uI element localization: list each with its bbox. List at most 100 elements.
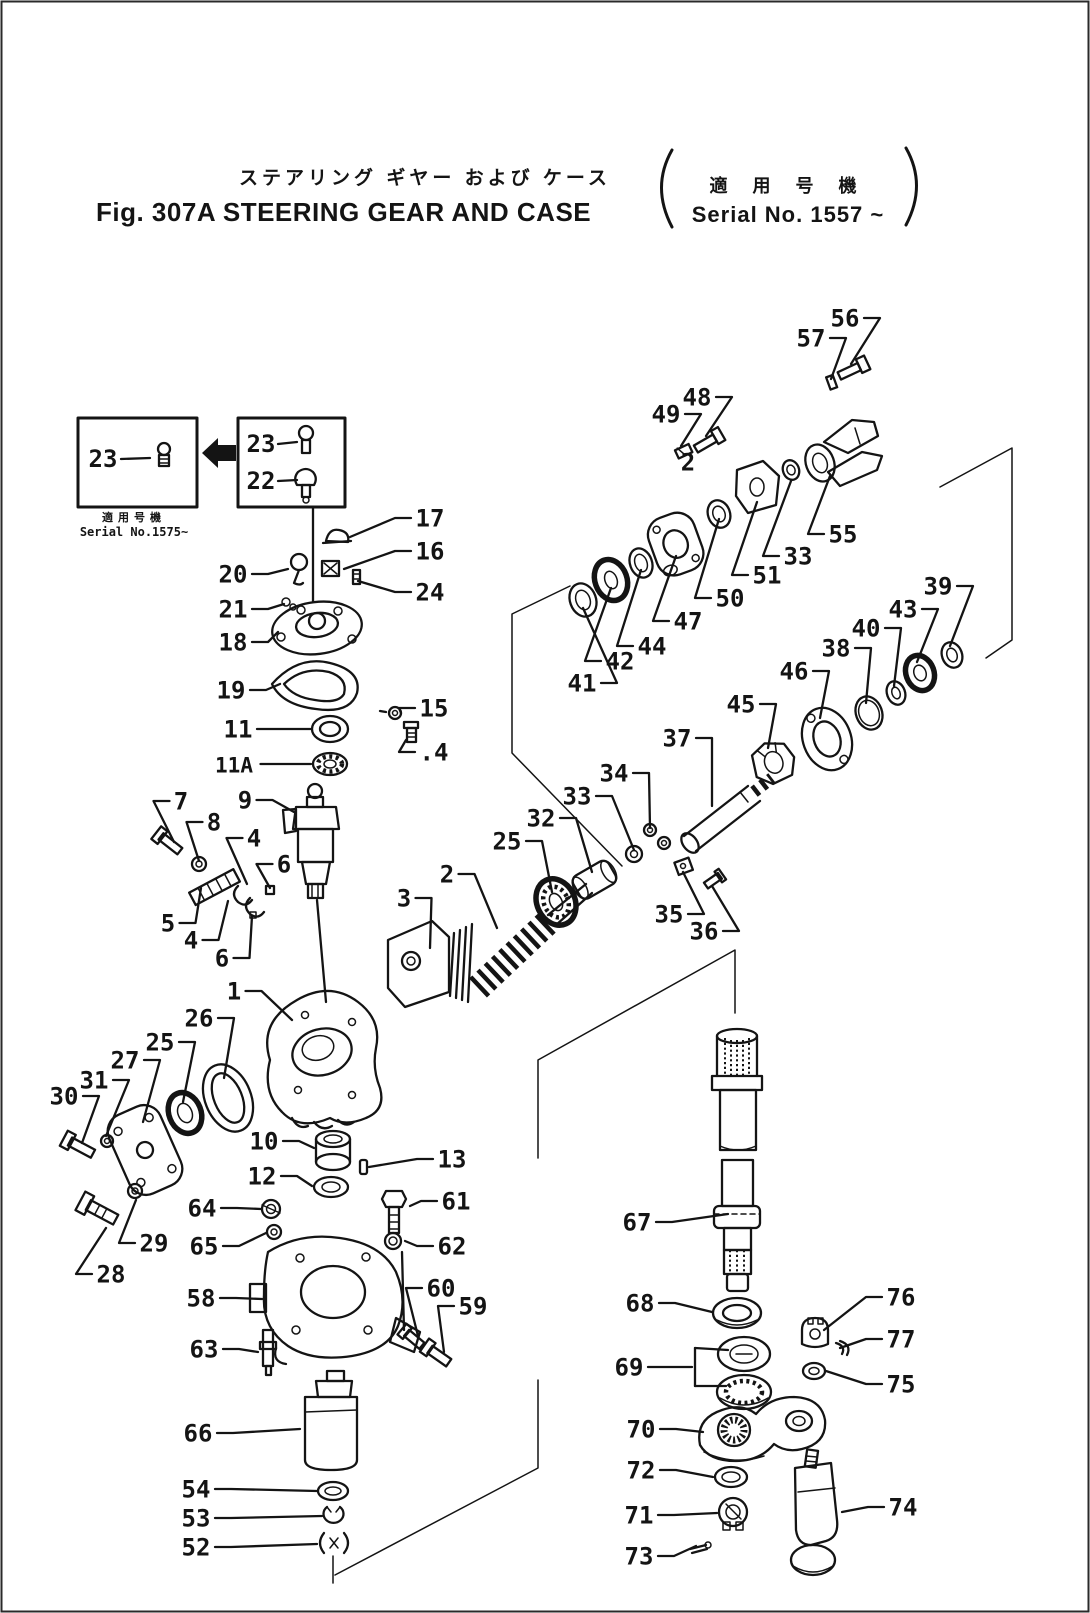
part-number-label: 50 xyxy=(716,585,745,613)
callout-36-69: 36 xyxy=(690,884,741,946)
part-number-label: 18 xyxy=(219,629,248,657)
callout-25-23: 25 xyxy=(146,1029,197,1104)
leader-line xyxy=(225,836,249,886)
leader-line xyxy=(403,1239,435,1248)
callout-2-19: 2 xyxy=(440,861,499,930)
callout-4-14: 4 xyxy=(225,825,261,886)
callout-34-64: 34 xyxy=(600,760,652,830)
part-number-label: 74 xyxy=(889,1494,918,1522)
leader-line xyxy=(806,474,832,536)
part-number-label: 46 xyxy=(780,658,809,686)
callout-20-2: 20 xyxy=(219,561,290,589)
leader-line xyxy=(255,798,296,814)
part-23-variant-icon xyxy=(156,441,172,468)
part-number-label: 65 xyxy=(190,1233,219,1261)
callout-39-57: 39 xyxy=(924,573,975,648)
callout-48-46: 48 xyxy=(683,384,734,438)
part-number-label: 75 xyxy=(887,1371,916,1399)
leader-line xyxy=(704,395,734,438)
leader-line xyxy=(828,336,848,381)
part-28-bolt xyxy=(74,1190,120,1226)
callout-70-76: 70 xyxy=(627,1416,705,1444)
callout-17-0: 17 xyxy=(348,505,444,539)
leader-line xyxy=(679,412,703,448)
part-76-castle-nut xyxy=(800,1316,830,1349)
leader-line xyxy=(221,1231,268,1248)
part-number-label: 51 xyxy=(753,562,782,590)
part-19-gasket xyxy=(270,660,359,712)
leader-line xyxy=(397,706,417,715)
callout-23-inset2: 23 xyxy=(247,430,276,458)
leader-line xyxy=(177,1040,197,1104)
serial-note-en: Serial No. 1557 ~ xyxy=(692,202,885,227)
leader-line xyxy=(838,1337,884,1350)
part-number-label: 35 xyxy=(655,901,684,929)
part-40-ring xyxy=(885,680,907,706)
part-48-bolt xyxy=(692,425,727,454)
section-borders xyxy=(332,447,1013,1584)
part-number-label: 26 xyxy=(185,1005,214,1033)
callout-73-79: 73 xyxy=(625,1543,698,1571)
leader-line xyxy=(281,1139,316,1150)
leader-line xyxy=(693,517,721,600)
part-number-label: 25 xyxy=(146,1029,175,1057)
part-3-block xyxy=(386,919,474,1009)
callout-23-inset1: 23 xyxy=(89,445,118,473)
part-number-label: 43 xyxy=(889,596,918,624)
part-number-label: 11 xyxy=(224,716,253,744)
callout-7-12: 7 xyxy=(152,788,188,844)
callout-6-18: 6 xyxy=(215,914,254,973)
callout-11-8: 11 xyxy=(224,716,313,744)
callout-15-7: 15 xyxy=(397,695,448,723)
part-number-label: 72 xyxy=(627,1457,656,1485)
part-43-bearing xyxy=(902,652,938,694)
part-number-label: 47 xyxy=(674,608,703,636)
part-number-label: 56 xyxy=(831,305,860,333)
leader-line xyxy=(152,799,176,844)
part-29-washer xyxy=(126,1182,144,1200)
callout-21-4: 21 xyxy=(219,596,286,624)
part-54-ring xyxy=(316,1480,350,1502)
part-50-ring xyxy=(706,499,732,529)
callout-52-43: 52 xyxy=(182,1534,319,1562)
part-number-label: 7 xyxy=(174,788,188,816)
leader-line xyxy=(219,1206,263,1211)
part-number-label: 33 xyxy=(563,783,592,811)
leader-line xyxy=(758,702,778,750)
leader-line xyxy=(185,820,204,863)
callout-4-10: .4 xyxy=(397,739,448,767)
leader-line xyxy=(694,736,714,808)
part-1-gear-case xyxy=(266,989,383,1130)
leader-line xyxy=(367,1157,435,1169)
part-number-label: 27 xyxy=(111,1047,140,1075)
part-number-label: 33 xyxy=(784,543,813,571)
part-number-label: 6 xyxy=(215,945,229,973)
left-paren xyxy=(660,148,674,229)
part-number-label: 39 xyxy=(924,573,953,601)
leader-line xyxy=(80,1094,101,1145)
part-number-label: 45 xyxy=(727,691,756,719)
callout-10-29: 10 xyxy=(250,1128,316,1156)
leader-line xyxy=(681,870,706,916)
part-51-cone xyxy=(734,459,781,515)
callout-38-60: 38 xyxy=(822,635,873,705)
callout-11A-9: 11A xyxy=(215,754,313,778)
callout-53-42: 53 xyxy=(182,1505,324,1533)
callout-77-74: 77 xyxy=(838,1326,915,1354)
inset-caption-jp: 適用号機 xyxy=(102,510,166,524)
part-53-snap-ring xyxy=(322,1505,345,1524)
part-33-ring-upper xyxy=(781,459,801,481)
callout-46-61: 46 xyxy=(780,658,831,720)
leader-line xyxy=(524,839,554,894)
leader-line xyxy=(915,607,940,664)
part-number-label: 60 xyxy=(427,1275,456,1303)
callout-27-24: 27 xyxy=(111,1047,162,1124)
part-number-label: 31 xyxy=(80,1067,109,1095)
parts-illustration xyxy=(58,354,964,1577)
leader-line xyxy=(250,630,280,644)
part-number-label: 68 xyxy=(626,1290,655,1318)
part-number-label: 6 xyxy=(277,851,291,879)
leader-line xyxy=(215,1427,302,1435)
part-number-label: 44 xyxy=(638,633,667,661)
